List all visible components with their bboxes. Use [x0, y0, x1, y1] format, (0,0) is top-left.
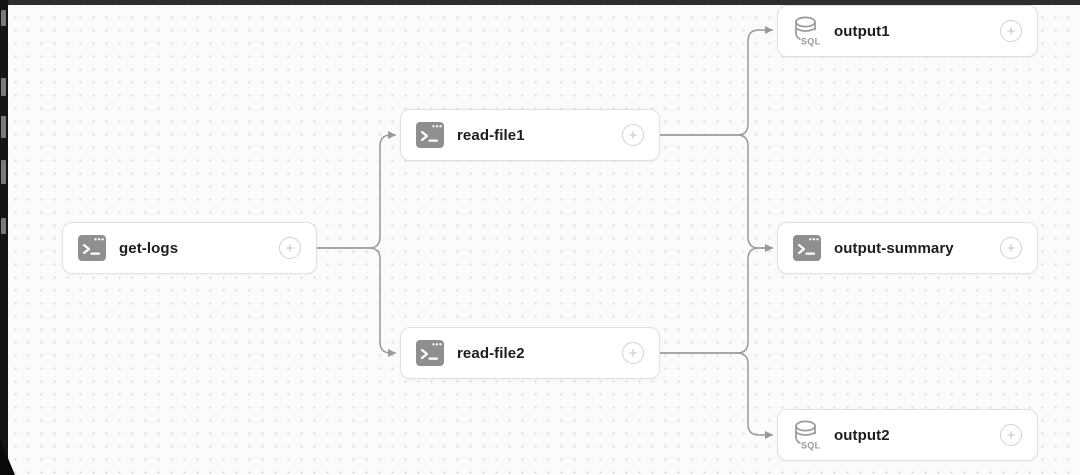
sql-icon-label: SQL [801, 36, 821, 46]
add-node-button[interactable]: + [1000, 237, 1022, 259]
add-node-button[interactable]: + [279, 237, 301, 259]
plus-icon: + [1006, 239, 1016, 257]
sql-icon-label: SQL [801, 440, 821, 450]
node-label: get-logs [119, 239, 179, 257]
plus-icon: + [628, 344, 638, 362]
plus-icon: + [1006, 22, 1016, 40]
plus-icon: + [285, 239, 295, 257]
sql-database-icon: SQL [795, 420, 821, 450]
edge-read-file1-output1 [660, 26, 773, 136]
node-read-file2[interactable]: read-file2 + [400, 327, 660, 379]
edge-get-logs-read-file2 [317, 247, 396, 357]
node-label: read-file1 [457, 126, 525, 144]
node-get-logs[interactable]: get-logs + [62, 222, 317, 274]
node-label: output-summary [834, 239, 954, 257]
terminal-icon [416, 340, 444, 366]
node-output-summary[interactable]: output-summary + [777, 222, 1038, 274]
add-node-button[interactable]: + [622, 342, 644, 364]
sidebar-icon-fragment[interactable] [1, 10, 6, 26]
collapsed-sidebar-strip [0, 0, 8, 475]
edge-get-logs-read-file1 [317, 131, 396, 249]
node-output2[interactable]: SQL output2 + [777, 409, 1038, 461]
sidebar-icon-fragment[interactable] [1, 78, 6, 96]
add-node-button[interactable]: + [1000, 20, 1022, 42]
node-label: output1 [834, 22, 890, 40]
edge-read-file1-output-summary [660, 134, 773, 252]
edge-read-file2-output-summary [660, 244, 773, 354]
edge-read-file2-output2 [660, 352, 773, 439]
terminal-icon [416, 122, 444, 148]
node-label: read-file2 [457, 344, 525, 362]
plus-icon: + [628, 126, 638, 144]
add-node-button[interactable]: + [622, 124, 644, 146]
node-read-file1[interactable]: read-file1 + [400, 109, 660, 161]
top-edge-bar [0, 0, 1080, 5]
sidebar-icon-fragment[interactable] [1, 116, 6, 138]
node-output1[interactable]: SQL output1 + [777, 5, 1038, 57]
plus-icon: + [1006, 426, 1016, 444]
sql-database-icon: SQL [795, 16, 821, 46]
terminal-icon [78, 235, 106, 261]
add-node-button[interactable]: + [1000, 424, 1022, 446]
terminal-icon [793, 235, 821, 261]
node-label: output2 [834, 426, 890, 444]
sidebar-icon-fragment[interactable] [1, 218, 6, 234]
sidebar-icon-fragment[interactable] [1, 160, 6, 184]
